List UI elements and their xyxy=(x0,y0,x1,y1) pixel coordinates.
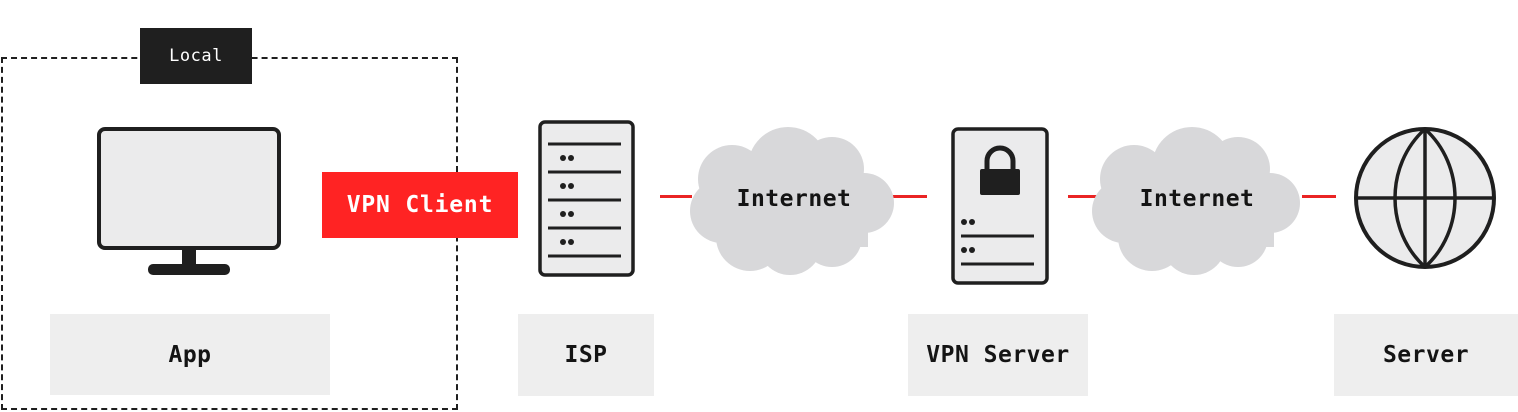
connector-isp-internet xyxy=(660,195,692,198)
local-group-label: Local xyxy=(140,28,252,84)
connector-vpn-server-internet xyxy=(1068,195,1104,198)
vpn-client-badge: VPN Client xyxy=(322,172,518,238)
server-rack-icon xyxy=(538,120,635,277)
server-label: Server xyxy=(1334,314,1518,396)
monitor-icon xyxy=(97,127,281,275)
internet-cloud-2: Internet xyxy=(1088,127,1306,277)
isp-label: ISP xyxy=(518,314,654,396)
cloud-icon xyxy=(1092,127,1300,275)
internet-cloud-1: Internet xyxy=(688,127,900,277)
globe-icon xyxy=(1354,127,1496,269)
internet-cloud-1-label: Internet xyxy=(736,186,852,212)
connector-internet-vpn-server xyxy=(893,195,927,198)
locked-server-icon xyxy=(951,127,1049,285)
vpn-server-label: VPN Server xyxy=(908,314,1088,396)
cloud-icon xyxy=(690,127,894,275)
connector-internet-server xyxy=(1302,195,1336,198)
internet-cloud-2-label: Internet xyxy=(1139,186,1255,212)
app-label: App xyxy=(50,314,330,395)
